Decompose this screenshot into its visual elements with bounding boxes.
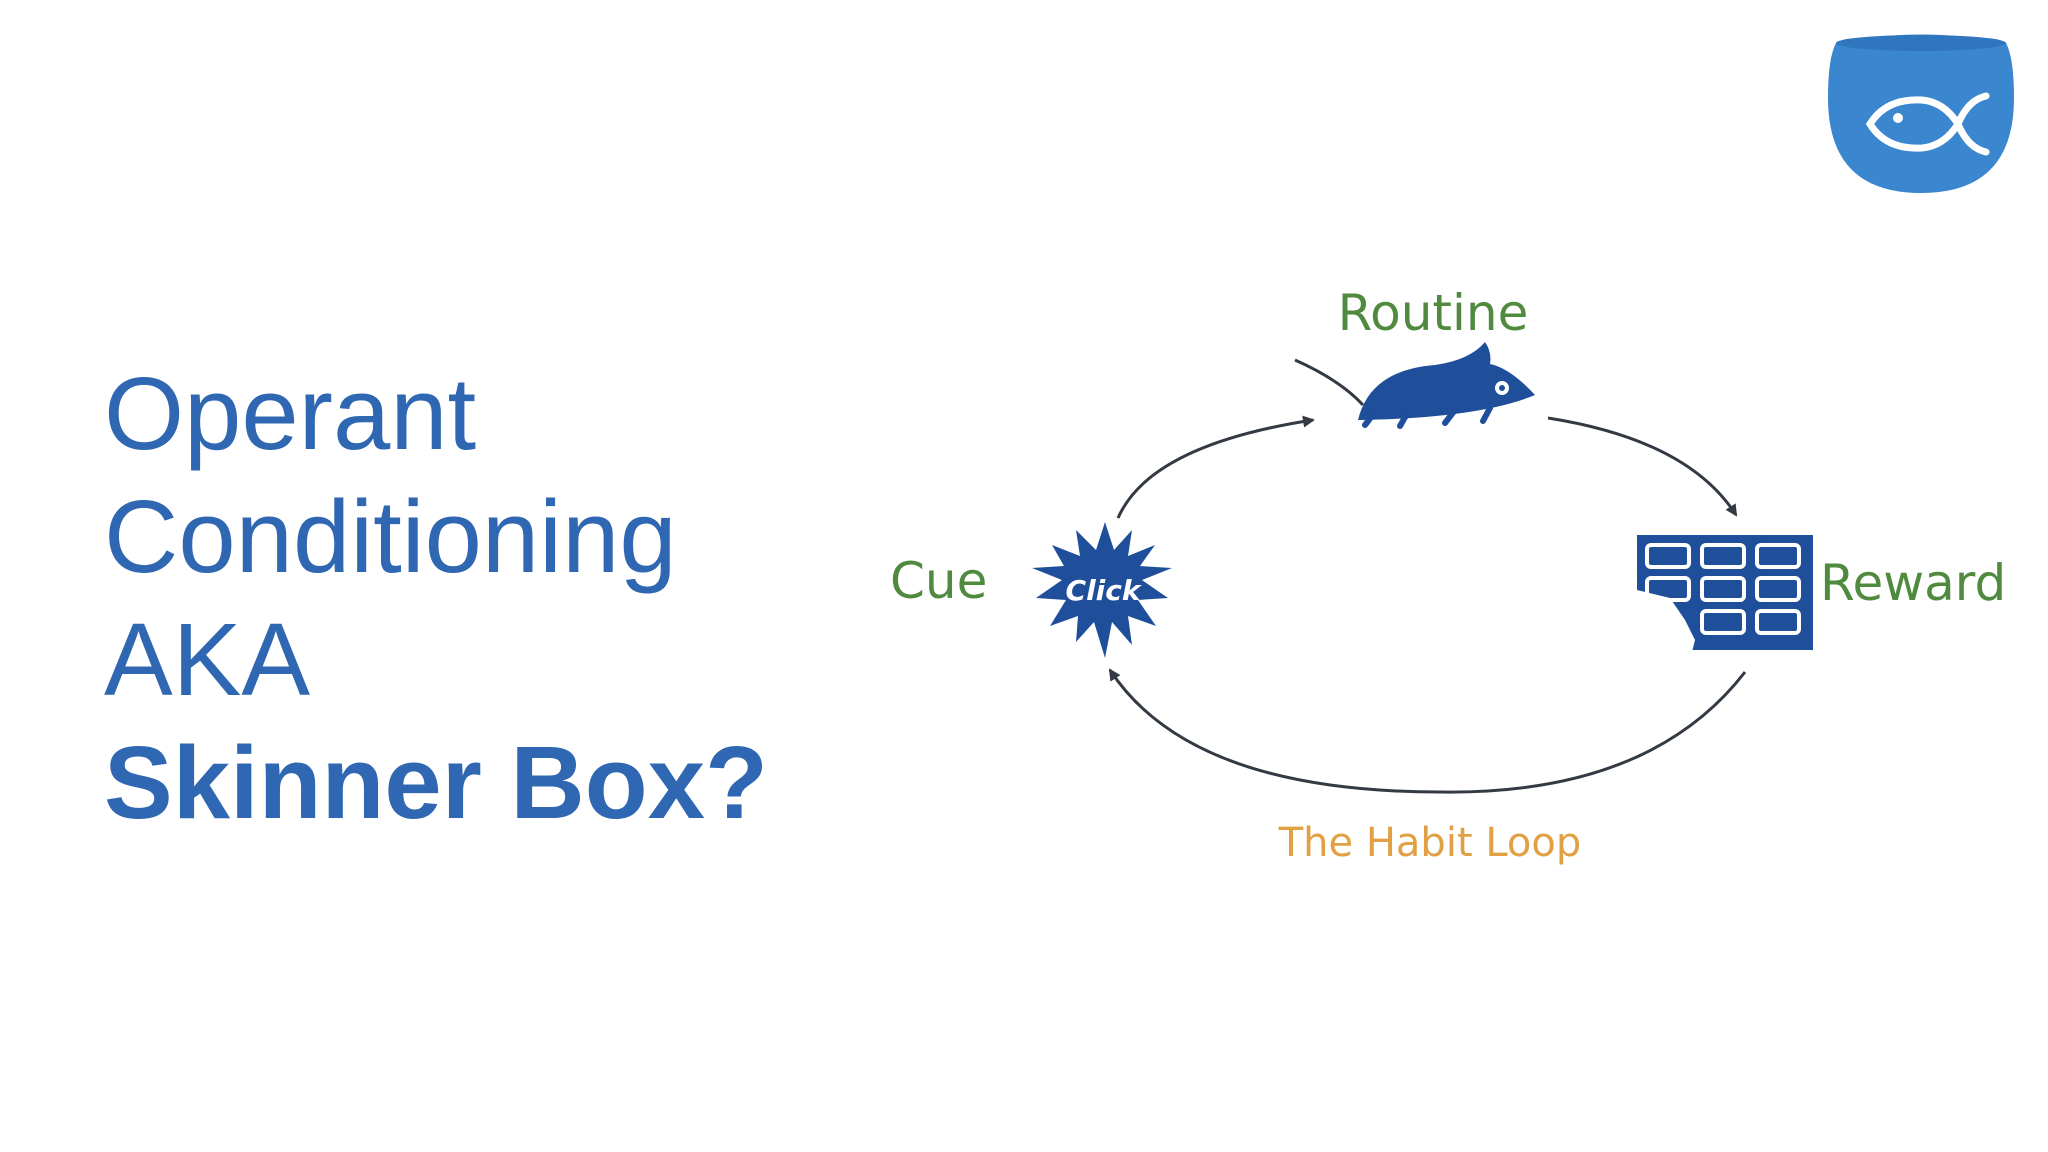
burst-text: Click: [1066, 574, 1143, 607]
cue-label: Cue: [890, 552, 987, 610]
title-line-1: Operant: [104, 356, 477, 471]
title-line-bold: Skinner Box?: [104, 725, 768, 840]
arrow-cue-to-routine: [1116, 415, 1315, 519]
arrow-reward-to-cue: [1108, 668, 1747, 794]
fish-bowl-logo-icon: [1828, 34, 2014, 193]
habit-loop-diagram: Routine Cue Click: [890, 284, 2006, 866]
routine-label: Routine: [1338, 284, 1529, 342]
habit-loop-caption: The Habit Loop: [1278, 820, 1582, 866]
reward-label: Reward: [1820, 554, 2006, 612]
mouse-icon: [1294, 342, 1535, 429]
title-line-3: AKA: [104, 602, 311, 717]
reward-grid-icon: [1637, 535, 1813, 652]
click-burst-icon: Click: [1032, 522, 1172, 658]
arrow-routine-to-reward: [1547, 416, 1738, 517]
slide-title: Operant Conditioning AKA Skinner Box?: [104, 352, 768, 844]
title-line-2: Conditioning: [104, 479, 677, 594]
